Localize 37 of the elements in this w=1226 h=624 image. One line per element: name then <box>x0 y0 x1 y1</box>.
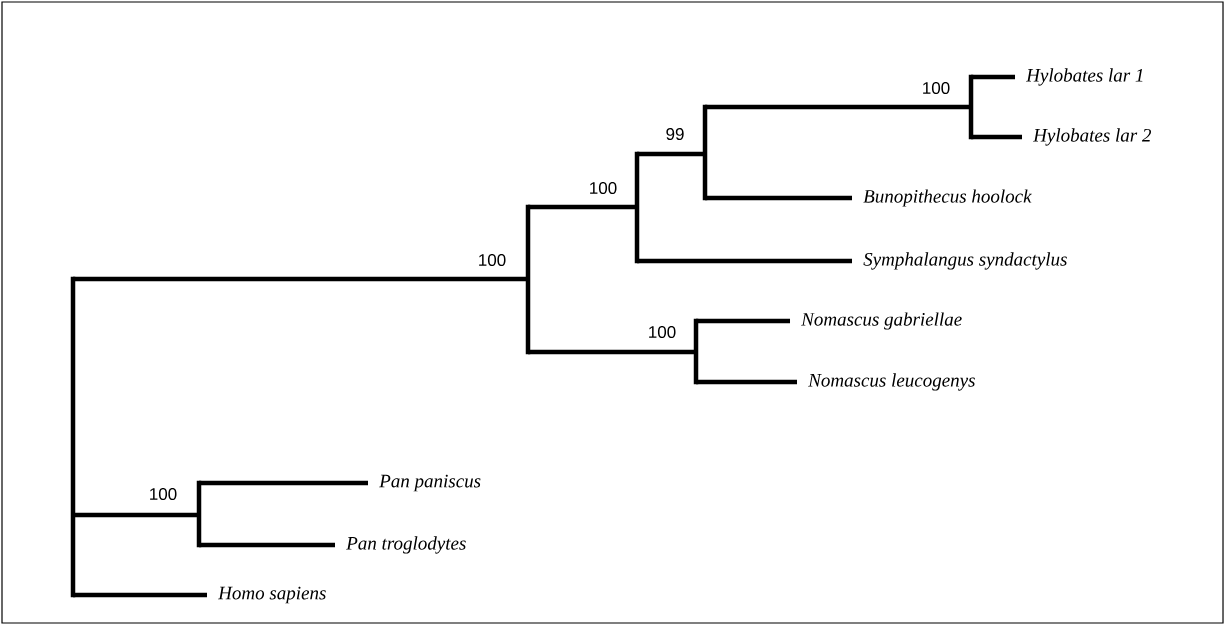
branch-line <box>971 134 1022 140</box>
branch-line <box>705 104 971 110</box>
taxon-label: Pan troglodytes <box>346 536 466 554</box>
branch-line <box>696 379 797 385</box>
node-bar <box>525 204 531 355</box>
support-value: 100 <box>590 182 617 195</box>
branch-line <box>705 195 852 201</box>
branch-line <box>199 542 335 548</box>
branch-line <box>637 258 852 264</box>
node-bar <box>702 104 708 201</box>
taxon-label: Pan paniscus <box>379 474 481 492</box>
branch-line <box>73 276 528 282</box>
node-bar <box>693 318 699 385</box>
branch-line <box>73 592 207 598</box>
node-bar <box>634 151 640 264</box>
branch-line <box>73 512 199 518</box>
taxon-label: Hylobates lar 2 <box>1033 128 1151 146</box>
node-bar <box>70 276 76 598</box>
taxon-label: Bunopithecus hoolock <box>863 189 1032 207</box>
taxon-label: Nomascus gabriellae <box>801 312 962 330</box>
support-value: 100 <box>150 488 177 501</box>
branch-line <box>637 151 705 157</box>
taxon-label: Hylobates lar 1 <box>1026 68 1143 86</box>
taxon-label: Nomascus leucogenys <box>808 373 975 391</box>
support-value: 99 <box>666 128 684 141</box>
support-value: 100 <box>923 82 950 95</box>
support-value: 100 <box>479 254 506 267</box>
branch-line <box>696 318 790 324</box>
branch-line <box>971 74 1015 80</box>
taxon-label: Symphalangus syndactylus <box>863 252 1067 270</box>
branch-line <box>199 480 368 486</box>
taxon-label: Homo sapiens <box>218 586 326 604</box>
node-bar <box>968 74 974 140</box>
node-bar <box>196 480 202 548</box>
support-value: 100 <box>649 326 676 339</box>
branch-line <box>528 204 637 210</box>
branch-line <box>528 349 696 355</box>
